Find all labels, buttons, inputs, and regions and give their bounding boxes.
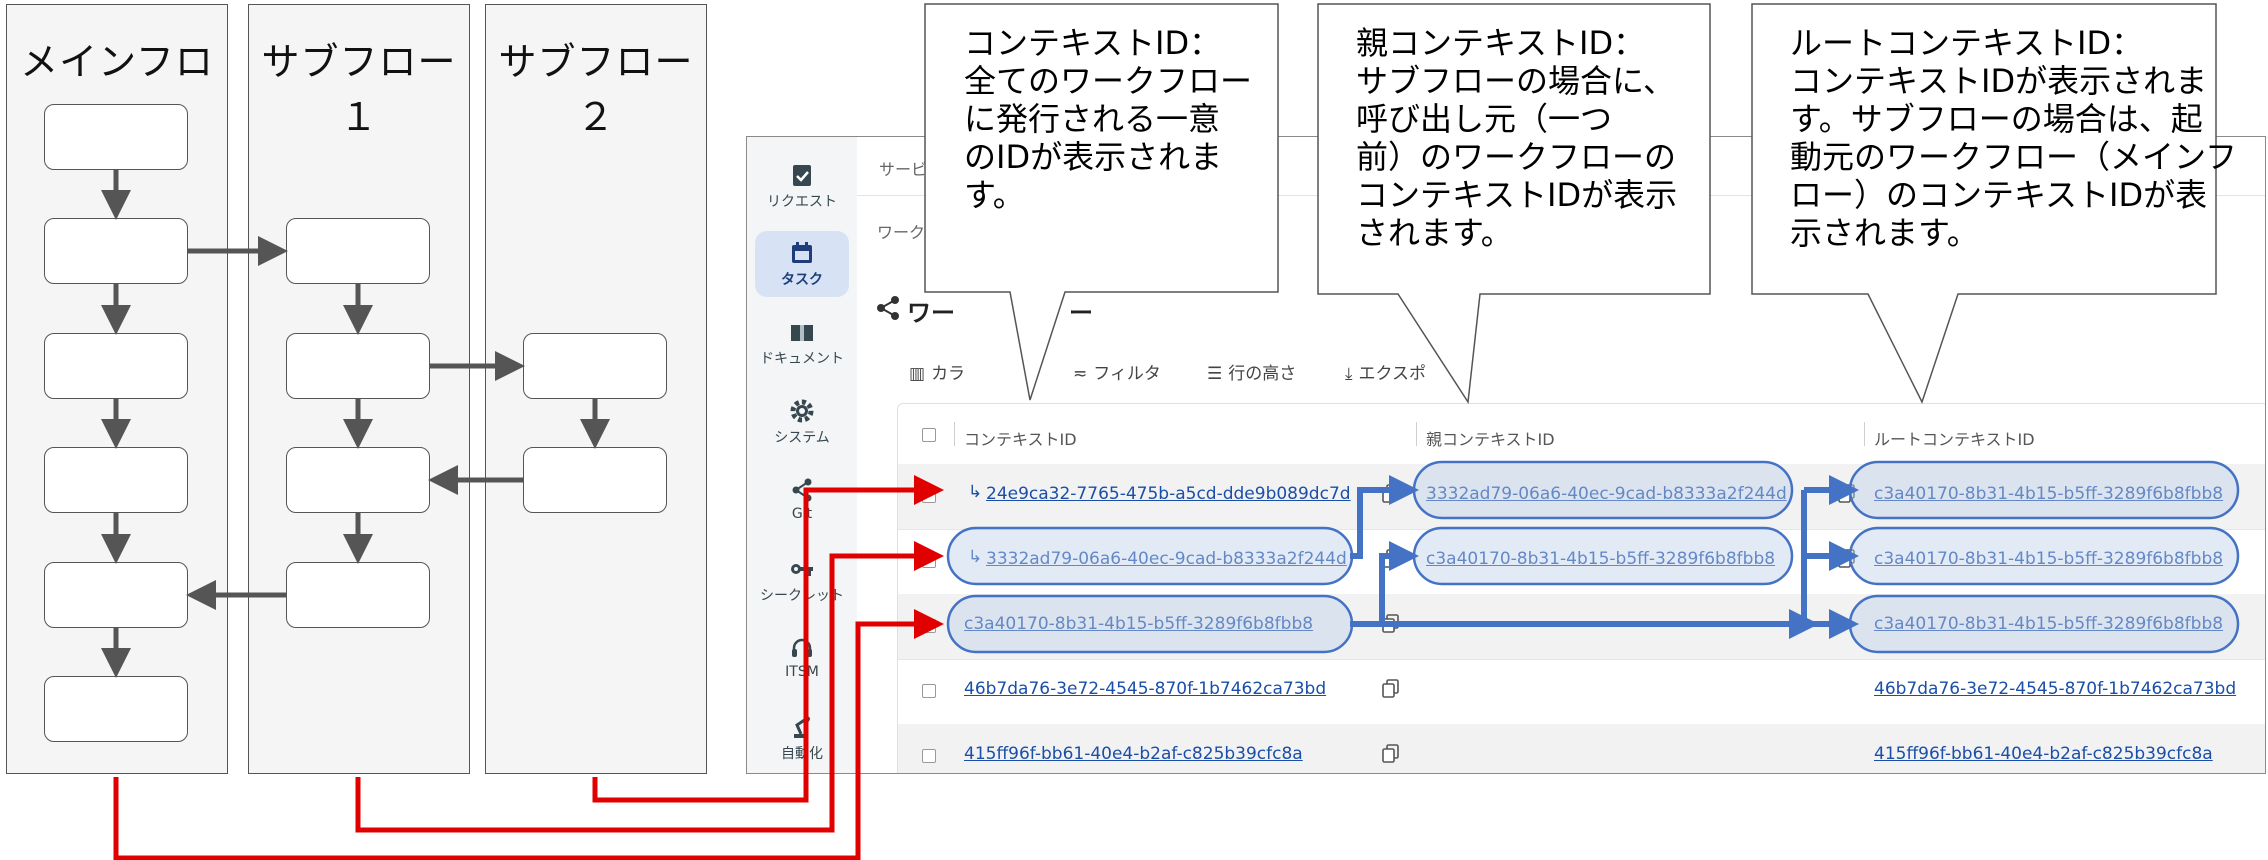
flow-step-node <box>44 218 188 284</box>
context-id-link[interactable]: c3a40170-8b31-4b15-b5ff-3289f6b8fbb8 <box>964 614 1314 634</box>
table-header-row: コンテキストID 親コンテキストID ルートコンテキストID <box>898 404 2265 470</box>
sidebar-item-automation[interactable]: 自動化 <box>755 705 849 771</box>
table-row: c3a40170-8b31-4b15-b5ff-3289f6b8fbb8 c3a4… <box>898 594 2265 660</box>
sidebar-item-git[interactable]: Git <box>755 468 849 534</box>
copy-icon[interactable] <box>1838 549 1856 573</box>
table-row: 415ff96f-bb61-40e4-b2af-c825b39cfc8a 415f… <box>898 724 2265 773</box>
root-context-id-link[interactable]: 415ff96f-bb61-40e4-b2af-c825b39cfc8a <box>1874 744 2213 764</box>
headset-icon <box>792 638 812 657</box>
context-id-link[interactable]: 46b7da76-3e72-4545-870f-1b7462ca73bd <box>964 679 1327 699</box>
sidebar-item-label: タスク <box>781 272 823 288</box>
share-icon <box>877 296 899 320</box>
page-title-tail: ー <box>1069 299 1093 327</box>
toolbar-label: エクスポ <box>1358 364 1427 384</box>
copy-icon[interactable] <box>1382 484 1400 508</box>
book-icon <box>791 325 813 341</box>
top-tab-bar: サービ ジュ <box>857 137 2265 196</box>
root-context-id-link[interactable]: c3a40170-8b31-4b15-b5ff-3289f6b8fbb8 <box>1874 549 2224 569</box>
context-id-link[interactable]: 3332ad79-06a6-40ec-9cad-b8333a2f244d <box>986 549 1347 569</box>
table-row: 46b7da76-3e72-4545-870f-1b7462ca73bd 46b7… <box>898 659 2265 725</box>
column-separator <box>954 422 955 446</box>
copy-icon[interactable] <box>1382 744 1400 768</box>
row-checkbox[interactable] <box>922 554 936 568</box>
context-id-link[interactable]: 24e9ca32-7765-475b-a5cd-dde9b089dc7d <box>986 484 1351 504</box>
root-context-id-link[interactable]: c3a40170-8b31-4b15-b5ff-3289f6b8fbb8 <box>1874 614 2224 634</box>
sidebar-item-label: Git <box>791 506 813 522</box>
sidebar-item-label: システム <box>774 430 830 446</box>
row-checkbox[interactable] <box>922 749 936 763</box>
flow-step-node <box>44 104 188 170</box>
sidebar-item-request[interactable]: リクエスト <box>755 153 849 219</box>
toolbar-label: 行の高さ <box>1228 364 1297 384</box>
parent-context-id-link[interactable]: 3332ad79-06a6-40ec-9cad-b8333a2f244d <box>1426 484 1787 504</box>
copy-icon[interactable] <box>1382 549 1400 573</box>
top-tab[interactable]: ジュ <box>1401 160 1432 179</box>
lane-title: サブフロー２ <box>498 40 694 139</box>
columns-button[interactable]: ▥カラ <box>909 359 965 384</box>
flow-step-node <box>523 333 667 399</box>
key-icon <box>791 564 813 576</box>
page-title-text: ワー <box>907 299 955 327</box>
column-header-root-context-id[interactable]: ルートコンテキストID <box>1874 430 2035 449</box>
export-button[interactable]: ⤓エクスポ <box>1345 359 1426 384</box>
row-checkbox[interactable] <box>922 619 936 633</box>
sidebar-item-label: ITSM <box>785 664 819 680</box>
column-separator <box>1864 422 1865 446</box>
column-separator <box>1416 422 1417 446</box>
child-indicator-icon: ↳ <box>968 482 983 502</box>
flow-step-node <box>44 447 188 513</box>
toolbar-label: フィルタ <box>1093 364 1161 384</box>
page-title: ワー <box>907 293 955 328</box>
density-icon: ☰ <box>1207 364 1223 384</box>
copy-icon[interactable] <box>1838 484 1856 508</box>
sidebar-item-system[interactable]: システム <box>755 389 849 455</box>
export-icon: ⤓ <box>1345 364 1353 384</box>
data-grid: コンテキストID 親コンテキストID ルートコンテキストID 24e9ca32-… <box>897 403 2265 773</box>
select-all-checkbox[interactable] <box>922 428 936 442</box>
filter-button[interactable]: ≂フィルタ <box>1073 359 1161 384</box>
sidebar-item-label: リクエスト <box>767 194 837 210</box>
robot-arm-icon <box>794 716 810 738</box>
sidebar-item-itsm[interactable]: ITSM <box>755 626 849 692</box>
table-row: 24e9ca32-7765-475b-a5cd-dde9b089dc7d↳ 333… <box>898 464 2265 530</box>
calendar-icon <box>792 242 812 263</box>
toolbar-label: カラ <box>931 364 966 384</box>
context-id-link[interactable]: 415ff96f-bb61-40e4-b2af-c825b39cfc8a <box>964 744 1303 764</box>
sidebar-item-label: 自動化 <box>781 746 823 762</box>
copy-icon[interactable] <box>1382 614 1400 638</box>
lane-title: サブフロー１ <box>261 40 457 139</box>
breadcrumb[interactable]: ワーク <box>877 223 926 242</box>
sidebar-item-task[interactable]: タスク <box>755 231 849 297</box>
table-row: 3332ad79-06a6-40ec-9cad-b8333a2f244d↳ c3a… <box>898 529 2265 595</box>
parent-context-id-link[interactable]: c3a40170-8b31-4b15-b5ff-3289f6b8fbb8 <box>1426 549 1776 569</box>
row-checkbox[interactable] <box>922 489 936 503</box>
row-checkbox[interactable] <box>922 684 936 698</box>
columns-icon: ▥ <box>909 364 926 384</box>
root-context-id-link[interactable]: 46b7da76-3e72-4545-870f-1b7462ca73bd <box>1874 679 2237 699</box>
filter-icon: ≂ <box>1073 364 1088 384</box>
sidebar-item-label: ドキュメント <box>760 351 844 367</box>
flow-step-node <box>286 218 430 284</box>
request-icon <box>793 165 811 186</box>
top-tab[interactable]: サービ <box>879 160 928 179</box>
app-window: リクエスト タスク ドキュメント システム Git シークレット ITSM 自 <box>746 136 2266 774</box>
column-header-context-id[interactable]: コンテキストID <box>964 430 1077 449</box>
density-button[interactable]: ☰行の高さ <box>1207 359 1296 384</box>
flow-step-node <box>286 333 430 399</box>
sidebar-item-label: シークレット <box>760 588 844 604</box>
copy-icon[interactable] <box>1382 679 1400 703</box>
git-icon <box>792 478 812 502</box>
sidebar: リクエスト タスク ドキュメント システム Git シークレット ITSM 自 <box>747 137 857 773</box>
gear-icon <box>790 399 814 423</box>
sidebar-item-document[interactable]: ドキュメント <box>755 310 849 376</box>
column-header-parent-context-id[interactable]: 親コンテキストID <box>1426 430 1555 449</box>
root-context-id-link[interactable]: c3a40170-8b31-4b15-b5ff-3289f6b8fbb8 <box>1874 484 2224 504</box>
sidebar-item-secret[interactable]: シークレット <box>755 547 849 613</box>
child-indicator-icon: ↳ <box>968 547 983 567</box>
